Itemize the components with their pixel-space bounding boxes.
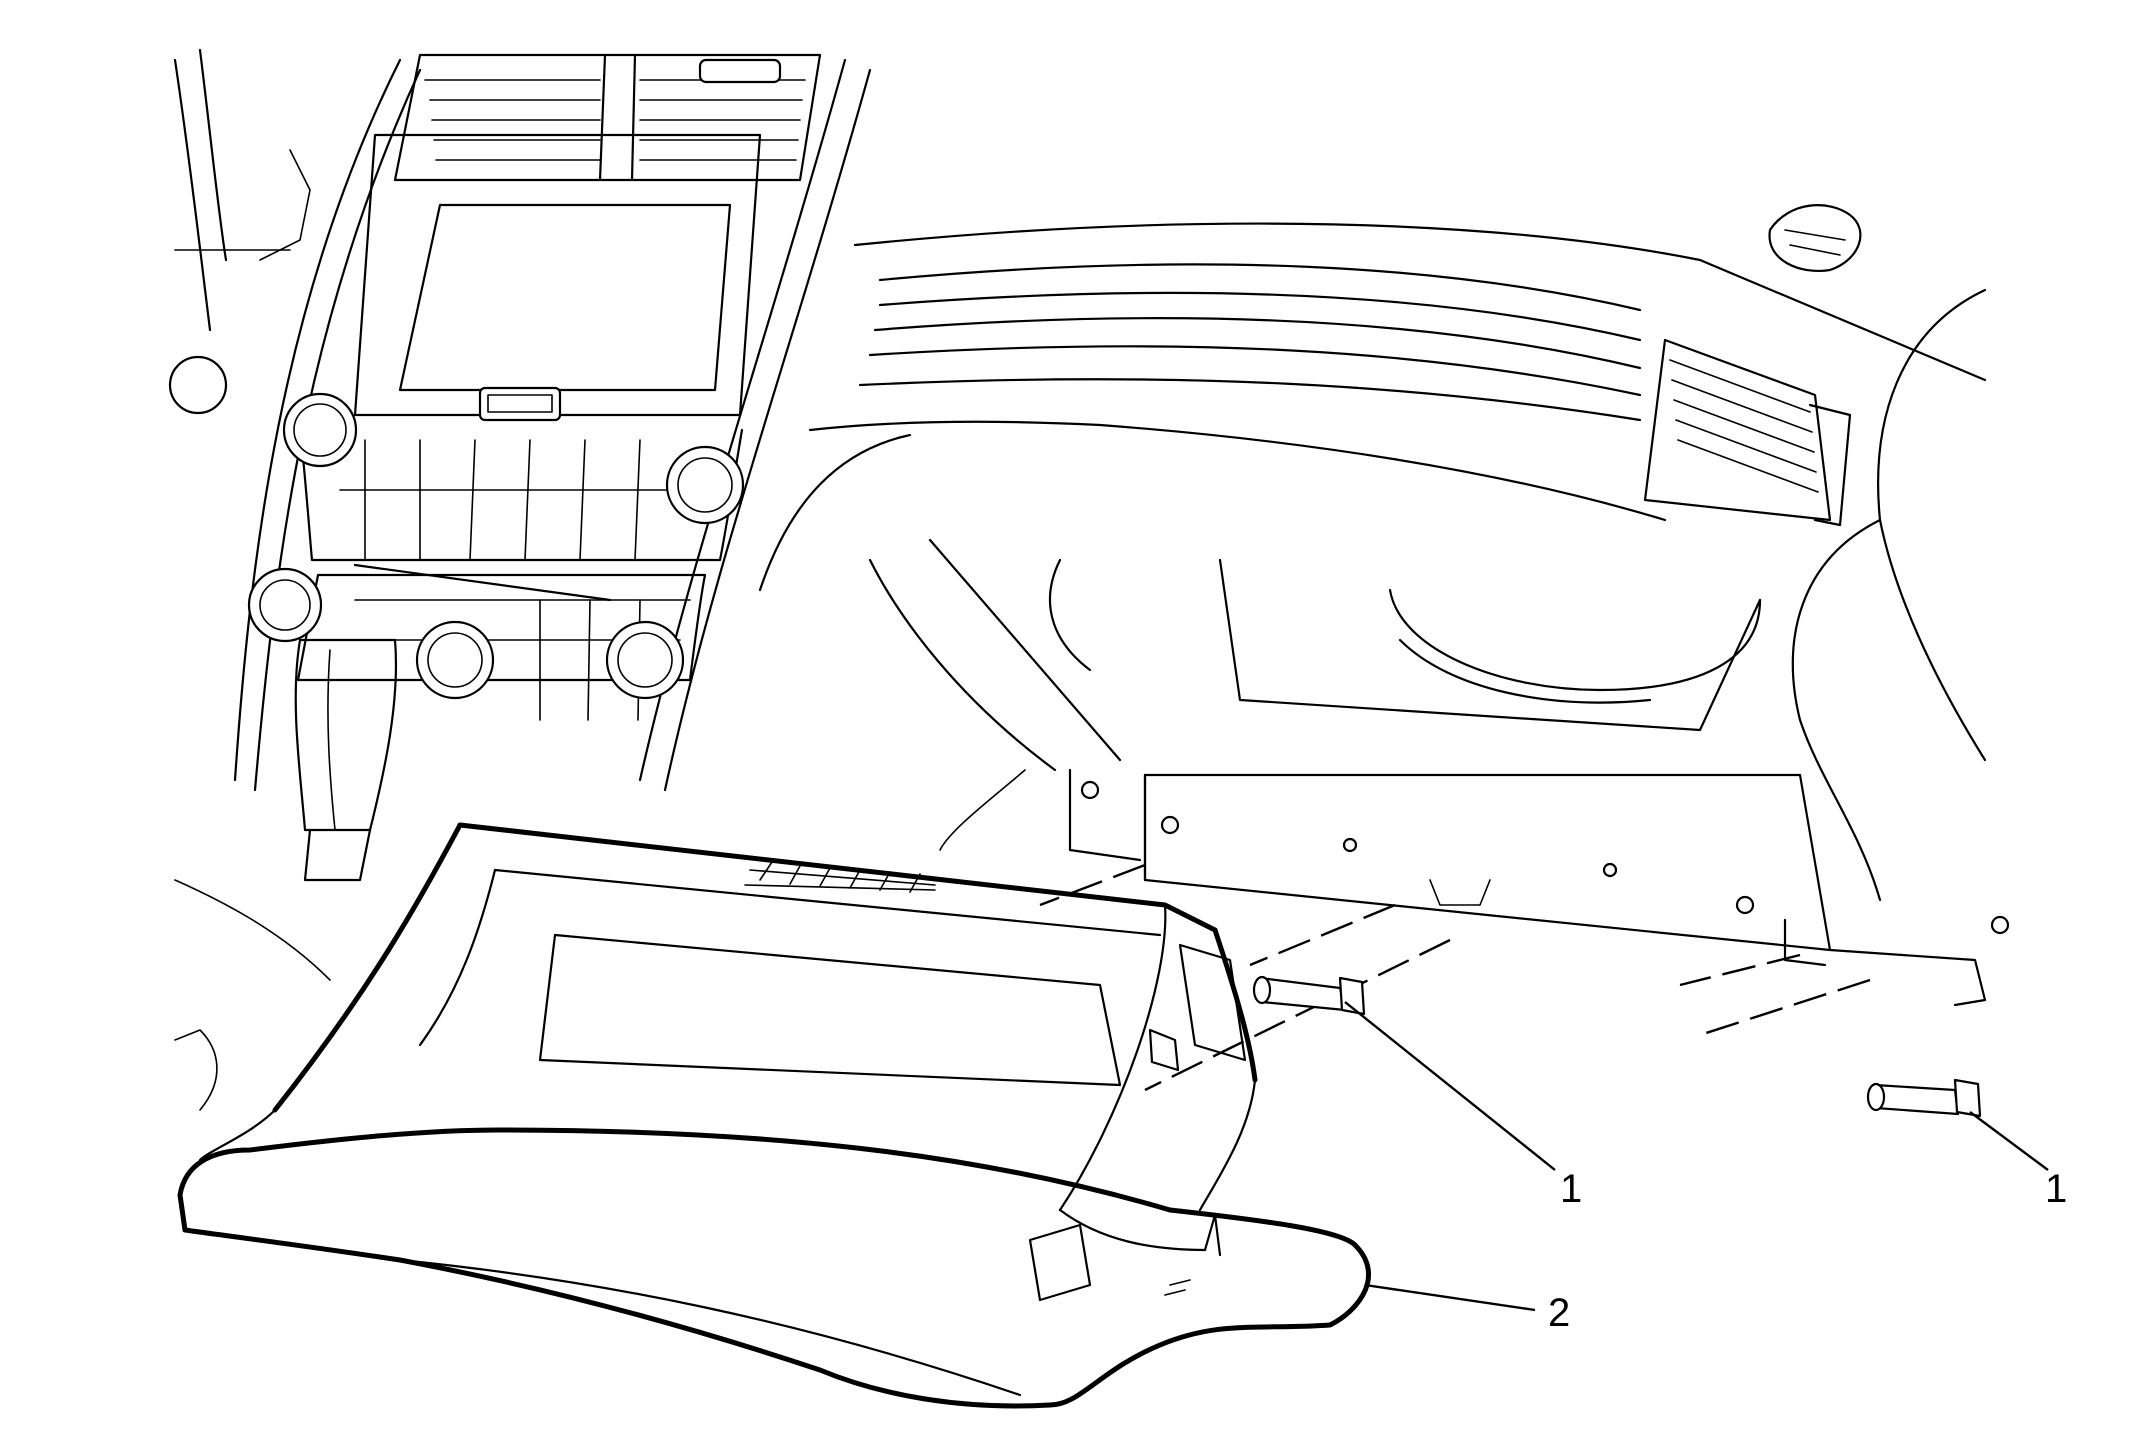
pin-right [1866,1078,1982,1118]
glove-box [177,822,1371,1409]
callout-1-pin-right: 1 [2045,1167,2067,1211]
pin-left [1252,975,1366,1016]
instrument-panel [758,204,1987,902]
radio-knobs [247,392,745,700]
center-console [168,48,872,1111]
leader-lines [1344,1001,2049,1312]
radio-buttons [339,439,691,721]
glove-box-opening [868,538,2010,1007]
callout-1-pin-left: 1 [1560,1167,1582,1211]
callout-2-glove-box: 2 [1548,1291,1570,1335]
alignment-guides [1039,863,1871,1092]
